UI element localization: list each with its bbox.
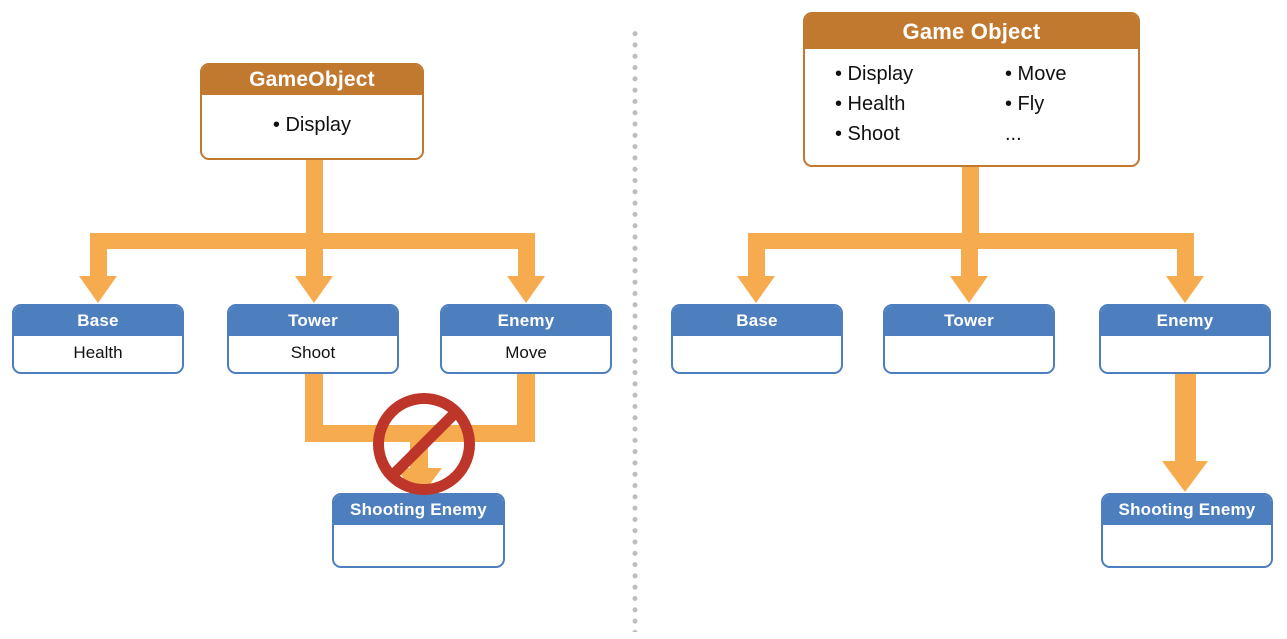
left-tower-box: Tower Shoot xyxy=(227,304,399,374)
left-shooting-enemy-body xyxy=(334,525,503,564)
right-stem-enemy xyxy=(1177,249,1194,277)
list-item: • Fly xyxy=(1005,93,1045,115)
right-root-title: Game Object xyxy=(805,14,1138,49)
left-tower-title: Tower xyxy=(229,306,397,336)
left-arrowhead-base xyxy=(79,276,117,303)
dotted-divider xyxy=(632,28,638,632)
right-stem-base xyxy=(748,249,765,277)
left-tower-item: Shoot xyxy=(290,343,336,362)
left-base-item: Health xyxy=(73,343,123,362)
right-tower-title: Tower xyxy=(885,306,1053,336)
list-item: • Shoot xyxy=(835,123,900,145)
right-enemy-down-stem xyxy=(1175,374,1196,462)
list-item: • Display xyxy=(835,63,914,85)
list-item: • Move xyxy=(1005,63,1067,85)
right-base-body xyxy=(673,336,841,370)
right-root-column2: • Move • Fly ... xyxy=(1005,59,1066,149)
left-branch-bar xyxy=(90,233,535,249)
left-arrowhead-enemy xyxy=(507,276,545,303)
left-root-item: • Display xyxy=(272,114,352,136)
left-stem-enemy xyxy=(518,249,535,277)
left-arrowhead-tower xyxy=(295,276,333,303)
right-arrowhead-base xyxy=(737,276,775,303)
right-root-body: • Display • Health • Shoot • Move • Fly … xyxy=(805,49,1138,149)
right-tower-box: Tower xyxy=(883,304,1055,374)
right-root-column1: • Display • Health • Shoot xyxy=(835,59,1005,149)
right-arrowhead-enemy xyxy=(1166,276,1204,303)
left-merge-bar xyxy=(305,425,535,442)
right-root-stem xyxy=(962,167,979,233)
left-root-title: GameObject xyxy=(202,65,422,95)
right-enemy-arrowhead xyxy=(1162,461,1208,492)
right-branch-bar xyxy=(748,233,1194,249)
right-shooting-enemy-title: Shooting Enemy xyxy=(1103,495,1271,525)
right-base-title: Base xyxy=(673,306,841,336)
right-shooting-enemy-body xyxy=(1103,525,1271,564)
right-enemy-title: Enemy xyxy=(1101,306,1269,336)
right-root-box: Game Object • Display • Health • Shoot •… xyxy=(803,12,1140,167)
left-base-title: Base xyxy=(14,306,182,336)
right-tower-body xyxy=(885,336,1053,370)
prohibition-icon xyxy=(373,393,475,495)
right-arrowhead-tower xyxy=(950,276,988,303)
right-enemy-box: Enemy xyxy=(1099,304,1271,374)
right-shooting-enemy-box: Shooting Enemy xyxy=(1101,493,1273,568)
right-enemy-body xyxy=(1101,336,1269,370)
left-shooting-enemy-title: Shooting Enemy xyxy=(334,495,503,525)
left-enemy-title: Enemy xyxy=(442,306,610,336)
right-stem-tower xyxy=(961,249,978,277)
right-base-box: Base xyxy=(671,304,843,374)
left-base-box: Base Health xyxy=(12,304,184,374)
left-enemy-box: Enemy Move xyxy=(440,304,612,374)
left-stem-base xyxy=(90,249,107,277)
left-root-stem xyxy=(306,160,323,233)
list-item: ... xyxy=(1005,123,1022,145)
left-root-box: GameObject • Display xyxy=(200,63,424,160)
list-item: • Health xyxy=(835,93,906,115)
left-enemy-item: Move xyxy=(505,343,547,362)
left-stem-tower xyxy=(306,249,323,277)
left-shooting-enemy-box: Shooting Enemy xyxy=(332,493,505,568)
